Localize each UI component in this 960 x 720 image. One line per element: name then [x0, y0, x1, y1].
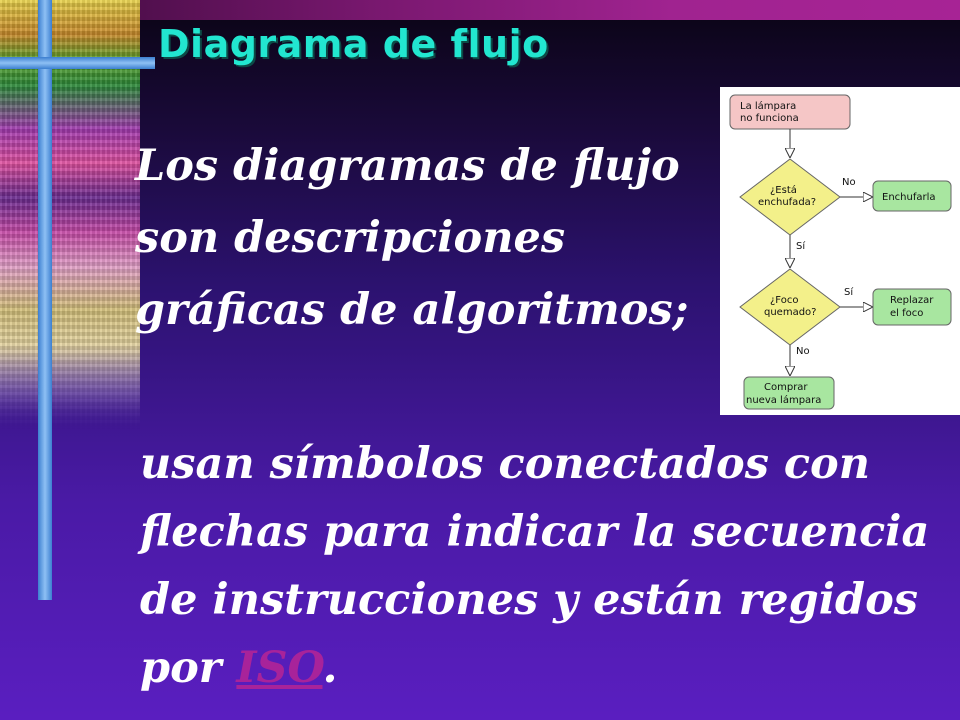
- body-line: de instrucciones y están regidos: [140, 575, 919, 625]
- intro-paragraph: Los diagramas de flujo son descripciones…: [135, 130, 715, 346]
- flow-start-line: La lámpara: [740, 100, 796, 112]
- flow-action2-line: Replazar: [890, 295, 934, 306]
- decorative-horizontal-bar: [0, 57, 155, 69]
- flow-label-yes: Sí: [844, 286, 854, 298]
- flow-label-no: No: [796, 346, 810, 357]
- flowchart-image: La lámpara no funciona ¿Está enchufada? …: [720, 87, 960, 415]
- decorative-vertical-bar: [38, 0, 52, 600]
- flow-end-box: [743, 376, 835, 410]
- body-paragraph: usan símbolos conectados con flechas par…: [140, 430, 955, 702]
- flow-action-1: [872, 180, 952, 212]
- flow-start-line: no funciona: [740, 113, 799, 124]
- body-line: flechas para indicar la secuencia: [140, 507, 930, 557]
- flow-label-yes: Sí: [796, 240, 806, 252]
- top-decoration-bar: [0, 0, 960, 20]
- intro-line: gráficas de algoritmos;: [135, 285, 689, 335]
- flow-action-2: [872, 288, 952, 326]
- body-line: usan símbolos conectados con: [140, 439, 870, 489]
- iso-link[interactable]: ISO: [236, 643, 323, 693]
- intro-line: son descripciones: [135, 213, 566, 263]
- decorative-texture-strip: [0, 0, 140, 430]
- flow-label-no: No: [842, 177, 856, 188]
- flow-decision1-line: ¿Está: [770, 184, 797, 196]
- flow-decision2-line: quemado?: [764, 307, 816, 318]
- slide-title: Diagrama de flujo: [158, 22, 549, 66]
- flowchart-svg: La lámpara no funciona ¿Está enchufada? …: [729, 94, 952, 410]
- flow-decision2-line: ¿Foco: [770, 295, 798, 306]
- flow-action2-line: el foco: [890, 308, 923, 319]
- flow-end-line: Comprar: [764, 382, 808, 393]
- intro-line: Los diagramas de flujo: [135, 141, 680, 191]
- flow-end-line: nueva lámpara: [746, 394, 821, 406]
- body-text-suffix: .: [322, 643, 338, 693]
- body-text-prefix: por: [140, 643, 237, 693]
- flow-action1-label: Enchufarla: [882, 192, 936, 203]
- flow-decision1-line: enchufada?: [758, 197, 816, 208]
- body-line-last: por ISO.: [140, 634, 955, 702]
